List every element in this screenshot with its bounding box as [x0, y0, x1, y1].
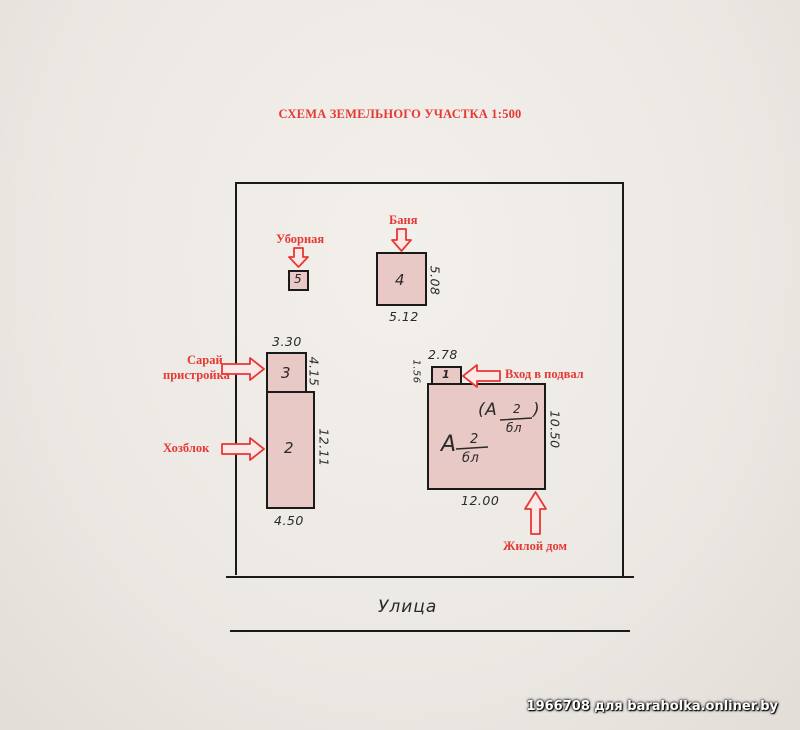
arrow-saray — [221, 357, 265, 381]
dim-vhod-width: 2.78 — [428, 347, 458, 362]
dim-hozblok-height: 12.11 — [316, 428, 332, 467]
arrow-vhod — [462, 364, 501, 388]
label-saray-line1: Сарай — [187, 353, 223, 367]
label-saray-line2: пристройка — [163, 368, 230, 382]
building-banya — [376, 252, 427, 306]
house-den-main: бл — [462, 451, 480, 466]
house-letter-paren: (А — [478, 400, 498, 420]
building-number-4: 4 — [395, 271, 406, 289]
building-saray — [266, 352, 307, 393]
arrow-hozblok — [221, 437, 265, 461]
dim-dom-height: 10.50 — [547, 410, 563, 449]
dim-vhod-height: 1.56 — [410, 359, 422, 384]
building-number-2: 2 — [284, 439, 295, 457]
house-num-paren: 2 — [513, 402, 522, 416]
dim-banya-width: 5.12 — [389, 309, 419, 324]
dim-dom-width: 12.00 — [461, 493, 500, 508]
house-letter-main: А — [441, 432, 457, 457]
building-number-3: 3 — [281, 364, 292, 382]
building-ubornaya — [288, 270, 309, 291]
page-title: СХЕМА ЗЕМЕЛЬНОГО УЧАСТКА 1:500 — [278, 107, 522, 121]
label-vhod: Вход в подвал — [505, 367, 584, 381]
street-label: Улица — [378, 597, 438, 617]
building-dom — [427, 383, 546, 490]
fraction-line-paren — [499, 417, 533, 421]
building-number-5: 5 — [294, 272, 303, 286]
fraction-line-main — [455, 446, 489, 450]
label-ubornaya: Уборная — [276, 232, 325, 246]
dim-saray-height: 4.15 — [306, 356, 322, 387]
dim-banya-height: 5.08 — [427, 265, 443, 296]
house-num-main: 2 — [470, 432, 479, 447]
arrow-dom — [524, 491, 547, 535]
dim-hozblok-width: 4.50 — [274, 513, 304, 528]
house-den-paren: бл — [506, 421, 523, 435]
label-hozblok: Хозблок — [163, 441, 210, 455]
watermark: 1966708 для baraholka.onliner.by — [526, 699, 778, 714]
arrow-ubornaya — [288, 247, 309, 268]
dim-saray-width: 3.30 — [272, 334, 302, 349]
house-paren-close: ) — [533, 400, 541, 420]
label-banya: Баня — [389, 213, 418, 227]
plot-boundary — [235, 182, 624, 578]
building-number-1: 1 — [442, 368, 451, 381]
building-hozblok — [266, 391, 315, 509]
label-dom: Жилой дом — [503, 539, 568, 553]
arrow-banya — [391, 228, 412, 252]
